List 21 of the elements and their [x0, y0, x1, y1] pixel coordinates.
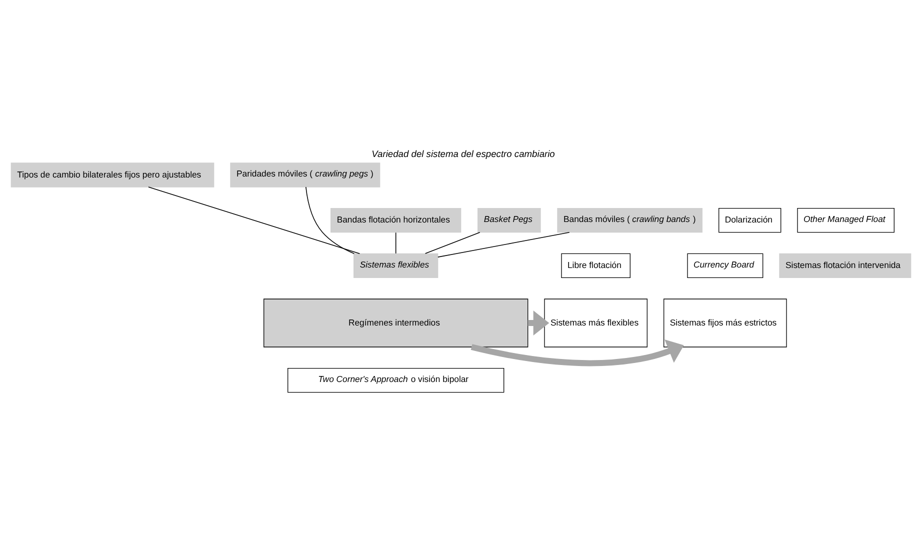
- connector: [148, 186, 360, 254]
- node-box: Bandas móviles (crawling bands): [557, 208, 702, 233]
- node-box: Sistemas fijos más estrictos: [664, 298, 787, 348]
- node-box: Regímenes intermedios: [264, 298, 528, 348]
- node-box: Currency Board: [687, 253, 764, 278]
- node-box: Sistemas flotación intervenida: [779, 253, 912, 278]
- node-box: Dolarización: [718, 208, 782, 233]
- node-box: Tipos de cambio bilaterales fijos pero ajustables: [10, 162, 214, 188]
- node-box: Bandas flotación horizontales: [330, 208, 462, 233]
- node-box: Two Corner's Approach o visión bipolar: [288, 368, 504, 393]
- node-box: Paridades móviles (crawling pegs): [230, 162, 380, 188]
- connector: [306, 186, 355, 254]
- connector: [424, 232, 480, 254]
- connector: [395, 232, 396, 254]
- node-box: Libre flotación: [561, 253, 630, 278]
- diagram-title: Variedad del sistema del espectro cambiario: [372, 149, 555, 160]
- node-box: Other Managed Float: [797, 208, 894, 233]
- node-box: Sistemas más flexibles: [544, 298, 648, 348]
- node-box: Basket Pegs: [478, 208, 541, 233]
- node-box: Sistemas flexibles: [354, 253, 438, 278]
- connector: [438, 232, 570, 258]
